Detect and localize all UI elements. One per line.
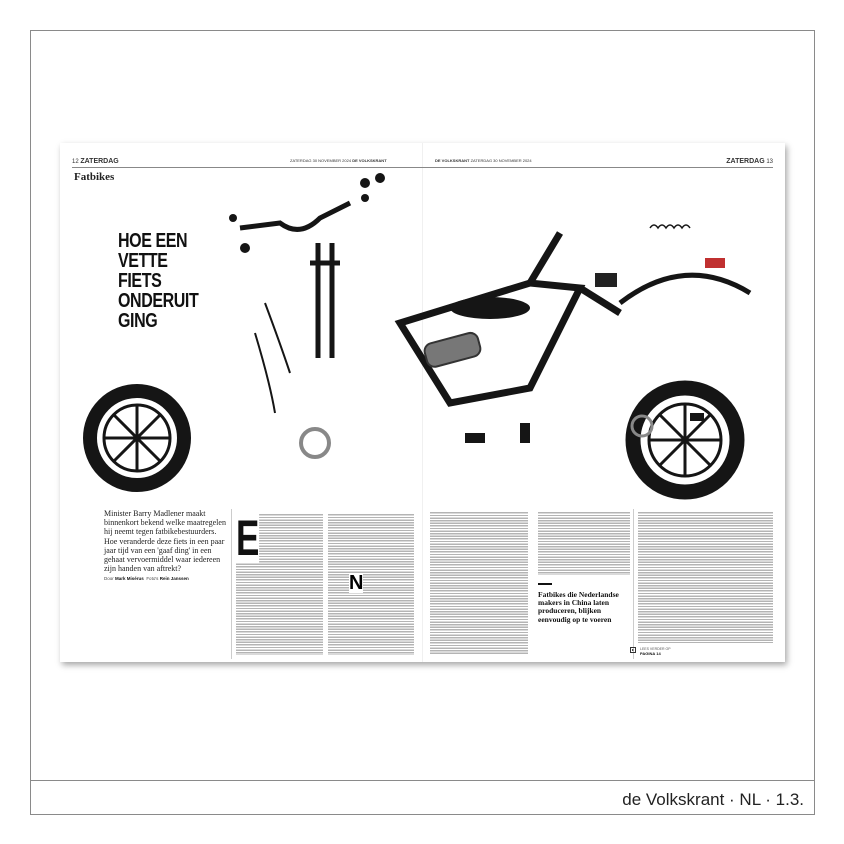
body-column-2: [328, 513, 414, 655]
front-wheel: [83, 384, 191, 492]
battery: [423, 331, 482, 368]
column-divider: [231, 509, 232, 659]
body-column-3: [430, 511, 528, 655]
pull-quote-bar: [538, 583, 552, 585]
newspaper-spread: 12 ZATERDAG ZATERDAG 30 NOVEMBER 2024 DE…: [60, 143, 785, 662]
source-caption: de Volkskrant · NL · 1.3.: [622, 790, 804, 809]
intro-block: Minister Barry Madlener maakt binnenkort…: [104, 509, 226, 581]
rear-fender: [618, 272, 752, 305]
brake-cables: [254, 302, 291, 414]
spring-cable: [649, 224, 691, 230]
display: [595, 273, 617, 287]
bike-frame: [394, 231, 622, 407]
caption-divider: [30, 780, 815, 781]
rear-wheel: [625, 380, 745, 500]
drop-cap-e: E: [236, 510, 260, 566]
front-fork: [310, 243, 340, 358]
pull-quote: Fatbikes die Nederlandse makers in China…: [538, 590, 630, 624]
brake-disc: [299, 427, 331, 459]
body-column-5: [638, 511, 773, 643]
header-rule: [72, 167, 773, 168]
column-divider: [633, 509, 634, 659]
left-date-header: ZATERDAG 30 NOVEMBER 2024 DE VOLKSKRANT: [290, 158, 387, 163]
byline: Door Mark Misérus Foto's Rein Janssen: [104, 576, 189, 582]
body-column-4: [538, 511, 630, 575]
drop-cap-n: N: [349, 572, 364, 594]
rear-light: [705, 258, 725, 268]
headline: HOE EEN VETTE FIETS ONDERUIT GING: [118, 230, 199, 332]
section-label: Fatbikes: [74, 171, 115, 183]
arrow-icon: ▸: [630, 647, 636, 653]
intro-text: Minister Barry Madlener maakt binnenkort…: [104, 509, 226, 574]
page-gutter: [422, 143, 423, 662]
seat: [450, 297, 530, 319]
right-page-header: ZATERDAG 13: [726, 158, 773, 165]
bike-parts-photo: [83, 173, 752, 500]
right-date-header: DE VOLKSKRANT ZATERDAG 30 NOVEMBER 2024: [435, 158, 532, 163]
left-page-header: 12 ZATERDAG: [72, 158, 119, 165]
handlebar: [239, 200, 352, 232]
